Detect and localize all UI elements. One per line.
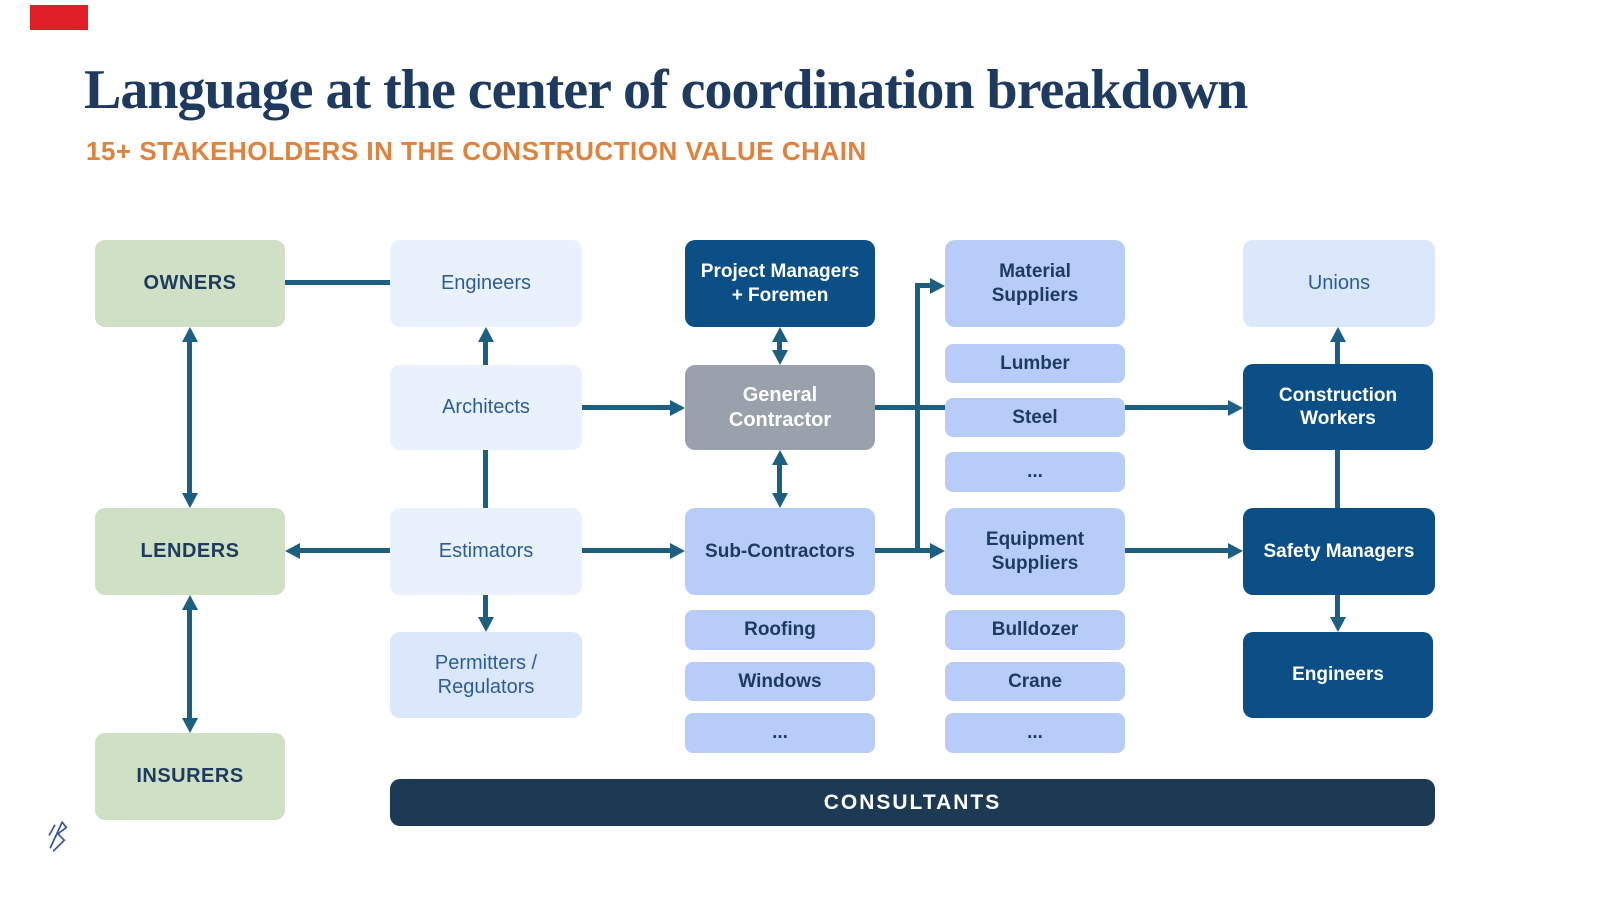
node-permitters-regulators-label: Permitters / Regulators bbox=[434, 651, 538, 698]
node-estimators: Estimators bbox=[390, 508, 582, 595]
node-windows-label: Windows bbox=[738, 670, 822, 692]
node-construction-workers: Construction Workers bbox=[1243, 364, 1433, 450]
node-lenders: LENDERS bbox=[95, 508, 285, 595]
node-lumber: Lumber bbox=[945, 344, 1125, 383]
node-bulldozer-label: Bulldozer bbox=[991, 619, 1079, 641]
node-sub-contractors-label: Sub-Contractors bbox=[705, 540, 855, 562]
slide-title: Language at the center of coordination b… bbox=[84, 59, 1248, 121]
node-steel-label: Steel bbox=[1012, 406, 1058, 428]
node-unions: Unions bbox=[1243, 240, 1435, 327]
node-owners: OWNERS bbox=[95, 240, 285, 327]
slide-subtitle: 15+ STAKEHOLDERS IN THE CONSTRUCTION VAL… bbox=[86, 136, 867, 166]
red-accent-mark bbox=[30, 5, 88, 30]
node-equipment-more: ... bbox=[945, 713, 1125, 753]
node-safety-managers-label: Safety Managers bbox=[1263, 540, 1415, 562]
node-unions-label: Unions bbox=[1307, 272, 1371, 295]
node-equipment-suppliers: Equipment Suppliers bbox=[945, 508, 1125, 595]
node-general-contractor-label: General Contractor bbox=[728, 384, 832, 431]
node-crane: Crane bbox=[945, 662, 1125, 701]
node-equipment-suppliers-label: Equipment Suppliers bbox=[985, 529, 1085, 574]
node-insurers-label: INSURERS bbox=[136, 765, 244, 788]
node-sub-contractors: Sub-Contractors bbox=[685, 508, 875, 595]
node-material-suppliers: Material Suppliers bbox=[945, 240, 1125, 327]
node-lenders-label: LENDERS bbox=[140, 540, 240, 563]
node-equipment-more-label: ... bbox=[1027, 722, 1043, 744]
node-engineers-design-label: Engineers bbox=[440, 272, 532, 295]
consultants-bar: CONSULTANTS bbox=[390, 779, 1435, 826]
node-construction-workers-label: Construction Workers bbox=[1278, 384, 1398, 429]
node-material-more-label: ... bbox=[1027, 461, 1043, 483]
brand-logo-icon bbox=[48, 821, 68, 852]
node-permitters-regulators: Permitters / Regulators bbox=[390, 632, 582, 718]
node-windows: Windows bbox=[685, 662, 875, 701]
node-owners-label: OWNERS bbox=[143, 272, 237, 295]
node-sub-contractors-more: ... bbox=[685, 713, 875, 753]
node-engineers-site-label: Engineers bbox=[1292, 664, 1384, 686]
node-engineers-design: Engineers bbox=[390, 240, 582, 327]
node-material-suppliers-label: Material Suppliers bbox=[991, 261, 1079, 306]
node-architects: Architects bbox=[390, 365, 582, 450]
node-engineers-site: Engineers bbox=[1243, 632, 1433, 718]
node-project-managers-foremen: Project Managers + Foremen bbox=[685, 240, 875, 327]
node-bulldozer: Bulldozer bbox=[945, 610, 1125, 650]
node-roofing: Roofing bbox=[685, 610, 875, 650]
node-architects-label: Architects bbox=[442, 396, 530, 419]
node-lumber-label: Lumber bbox=[1000, 352, 1070, 374]
node-material-more: ... bbox=[945, 452, 1125, 492]
node-sub-contractors-more-label: ... bbox=[772, 722, 788, 744]
node-steel: Steel bbox=[945, 398, 1125, 437]
node-insurers: INSURERS bbox=[95, 733, 285, 820]
consultants-bar-label: CONSULTANTS bbox=[823, 790, 1002, 814]
node-safety-managers: Safety Managers bbox=[1243, 508, 1435, 595]
node-estimators-label: Estimators bbox=[438, 540, 534, 563]
node-project-managers-foremen-label: Project Managers + Foremen bbox=[700, 261, 860, 306]
node-general-contractor: General Contractor bbox=[685, 365, 875, 450]
node-roofing-label: Roofing bbox=[744, 619, 816, 641]
node-crane-label: Crane bbox=[1008, 670, 1062, 692]
